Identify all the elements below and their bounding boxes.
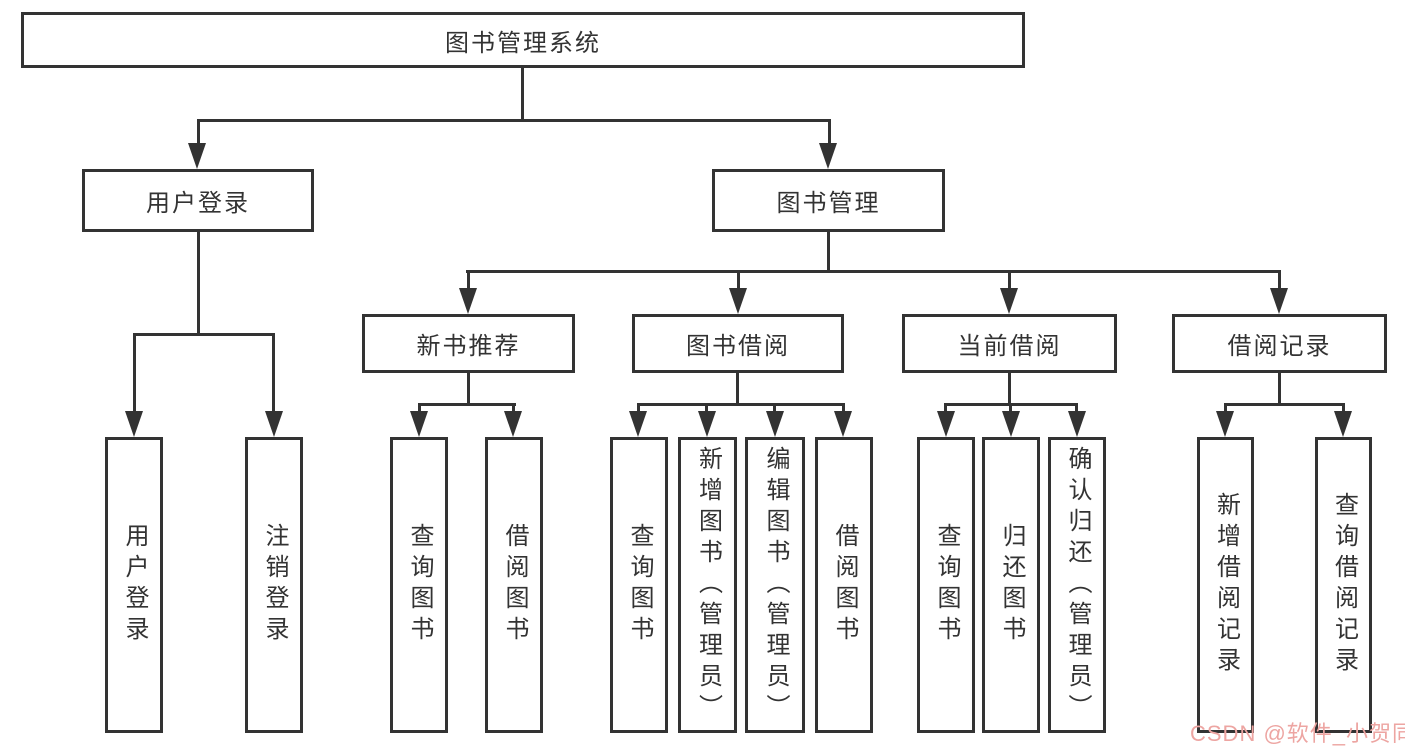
connector-to-leaf-user-login bbox=[133, 333, 136, 415]
connector-to-book-borrow bbox=[737, 270, 740, 292]
leaf-borrow-books-recommend: 借阅图书 bbox=[485, 437, 543, 733]
arrow-down-icon bbox=[265, 411, 283, 437]
arrow-down-icon bbox=[410, 411, 428, 437]
connector-leaf-stub bbox=[418, 403, 421, 415]
leaf-query-books-recommend: 查询图书 bbox=[390, 437, 448, 733]
connector-leaf-stub bbox=[842, 403, 845, 415]
connector-to-user-login bbox=[197, 119, 200, 147]
arrow-down-icon bbox=[1068, 411, 1086, 437]
leaf-return-books: 归还图书 bbox=[982, 437, 1040, 733]
arrow-down-icon bbox=[937, 411, 955, 437]
arrow-down-icon bbox=[1000, 288, 1018, 314]
connector-leaf-stub bbox=[705, 403, 708, 415]
connector-leaf-stub bbox=[1009, 403, 1012, 415]
connector-root-stem bbox=[521, 68, 524, 121]
connector-leaf-stub bbox=[512, 403, 515, 415]
node-borrow-records: 借阅记录 bbox=[1172, 314, 1387, 373]
connector-root-split bbox=[197, 119, 831, 122]
connector-book-borrow-stem bbox=[736, 373, 739, 406]
connector-to-new-book bbox=[467, 270, 470, 292]
connector-borrow-records-stem bbox=[1278, 373, 1281, 406]
connector-user-login-split bbox=[133, 333, 275, 336]
connector-borrow-records-split bbox=[1224, 403, 1345, 406]
connector-leaf-stub bbox=[1224, 403, 1227, 415]
connector-current-borrow-stem bbox=[1008, 373, 1011, 406]
leaf-add-borrow-record: 新增借阅记录 bbox=[1197, 437, 1254, 733]
connector-new-book-split bbox=[418, 403, 516, 406]
arrow-down-icon bbox=[1270, 288, 1288, 314]
connector-leaf-stub bbox=[637, 403, 640, 415]
leaf-add-book-admin: 新增图书（管理员） bbox=[678, 437, 737, 733]
connector-book-borrow-split bbox=[637, 403, 845, 406]
arrow-down-icon bbox=[459, 288, 477, 314]
arrow-down-icon bbox=[1334, 411, 1352, 437]
node-book-management-group: 图书管理 bbox=[712, 169, 945, 232]
connector-to-book-management bbox=[828, 119, 831, 147]
connector-leaf-stub bbox=[1075, 403, 1078, 415]
connector-new-book-stem bbox=[467, 373, 470, 406]
connector-to-borrow-records bbox=[1278, 270, 1281, 292]
arrow-down-icon bbox=[125, 411, 143, 437]
node-book-borrow: 图书借阅 bbox=[632, 314, 844, 373]
arrow-down-icon bbox=[504, 411, 522, 437]
arrow-down-icon bbox=[819, 143, 837, 169]
node-new-book-recommend: 新书推荐 bbox=[362, 314, 575, 373]
arrow-down-icon bbox=[629, 411, 647, 437]
node-user-login-group: 用户登录 bbox=[82, 169, 314, 232]
leaf-borrow-books: 借阅图书 bbox=[815, 437, 873, 733]
leaf-user-login: 用户登录 bbox=[105, 437, 163, 733]
connector-leaf-stub bbox=[1342, 403, 1345, 415]
connector-to-leaf-logout bbox=[272, 333, 275, 415]
arrow-down-icon bbox=[1002, 411, 1020, 437]
arrow-down-icon bbox=[698, 411, 716, 437]
arrow-down-icon bbox=[834, 411, 852, 437]
connector-leaf-stub bbox=[773, 403, 776, 415]
leaf-confirm-return-admin: 确认归还（管理员） bbox=[1048, 437, 1106, 733]
leaf-query-books-borrow: 查询图书 bbox=[610, 437, 668, 733]
leaf-query-books-current: 查询图书 bbox=[917, 437, 975, 733]
connector-book-mgmt-stem bbox=[827, 232, 830, 273]
connector-user-login-stem bbox=[197, 232, 200, 335]
connector-to-current-borrow bbox=[1008, 270, 1011, 292]
arrow-down-icon bbox=[1216, 411, 1234, 437]
arrow-down-icon bbox=[729, 288, 747, 314]
node-current-borrow: 当前借阅 bbox=[902, 314, 1117, 373]
node-book-management-system: 图书管理系统 bbox=[21, 12, 1025, 68]
leaf-logout: 注销登录 bbox=[245, 437, 303, 733]
arrow-down-icon bbox=[188, 143, 206, 169]
leaf-edit-book-admin: 编辑图书（管理员） bbox=[745, 437, 805, 733]
csdn-watermark: CSDN @软件_小贺同学 bbox=[1190, 721, 1405, 746]
connector-book-mgmt-split bbox=[466, 270, 1280, 273]
arrow-down-icon bbox=[766, 411, 784, 437]
leaf-query-borrow-record: 查询借阅记录 bbox=[1315, 437, 1372, 733]
connector-leaf-stub bbox=[944, 403, 947, 415]
